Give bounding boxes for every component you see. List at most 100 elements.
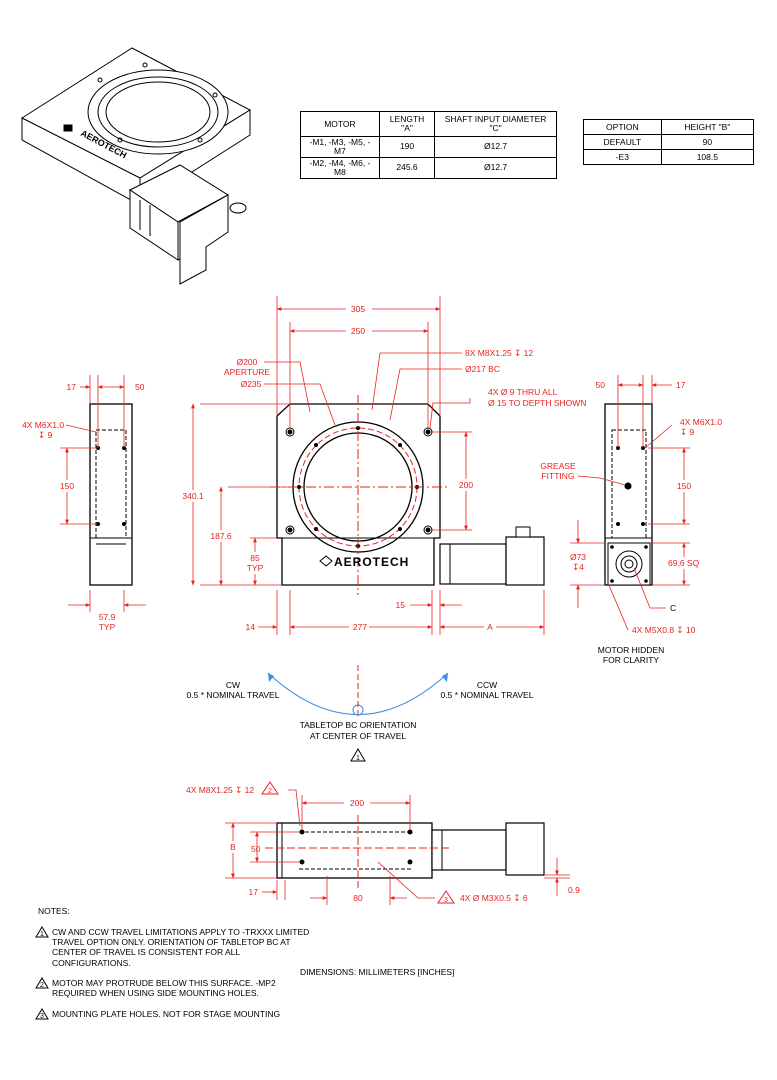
svg-text:AT CENTER OF TRAVEL: AT CENTER OF TRAVEL xyxy=(310,731,406,741)
front-logo: AEROTECH xyxy=(334,555,409,569)
motor-header: MOTOR xyxy=(300,111,380,137)
svg-text:4X M5X0.8 ↧ 10: 4X M5X0.8 ↧ 10 xyxy=(632,625,696,635)
table-row: DEFAULT 90 xyxy=(583,134,755,150)
svg-text:14: 14 xyxy=(246,622,256,632)
note-flag-icon: 3 xyxy=(35,1008,49,1020)
note-text: MOTOR MAY PROTRUDE BELOW THIS SURFACE. -… xyxy=(52,978,276,999)
svg-text:200: 200 xyxy=(350,798,364,808)
svg-text:FITTING: FITTING xyxy=(541,471,574,481)
isometric-stage-view: AEROTECH xyxy=(20,47,252,285)
svg-text:GREASE: GREASE xyxy=(540,461,576,471)
right-side-view xyxy=(604,403,653,586)
svg-text:17: 17 xyxy=(249,887,259,897)
svg-text:0.5 * NOMINAL TRAVEL: 0.5 * NOMINAL TRAVEL xyxy=(187,690,280,700)
svg-text:C: C xyxy=(670,603,676,613)
table-row: -E3 108.5 xyxy=(583,149,755,165)
right-dim-text: 50 17 4X M6X1.0 ↧ 9 GREASE FITTING 150 Ø… xyxy=(540,380,722,665)
svg-text:4X M6X1.0: 4X M6X1.0 xyxy=(22,420,64,430)
svg-text:3: 3 xyxy=(444,897,448,904)
svg-text:2: 2 xyxy=(268,788,272,795)
svg-text:17: 17 xyxy=(67,382,77,392)
svg-text:50: 50 xyxy=(135,382,145,392)
note-flag-3 xyxy=(437,890,455,904)
height-cell: 90 xyxy=(660,134,755,150)
note-flag-icon: 1 xyxy=(35,926,49,938)
table-row: -M1, -M3, -M5, -M7 190 Ø12.7 xyxy=(300,136,557,158)
svg-text:277: 277 xyxy=(353,622,367,632)
note-text: CW AND CCW TRAVEL LIMITATIONS APPLY TO -… xyxy=(52,927,310,968)
svg-text:FOR CLARITY: FOR CLARITY xyxy=(603,655,660,665)
svg-text:Ø217 BC: Ø217 BC xyxy=(465,364,500,374)
shaft-header: SHAFT INPUT DIAMETER "C" xyxy=(434,111,557,137)
svg-text:8X M8X1.25 ↧ 12: 8X M8X1.25 ↧ 12 xyxy=(465,348,533,358)
front-view: AEROTECH xyxy=(270,395,545,595)
left-dim-text: 17 50 4X M6X1.0 ↧ 9 150 57.9 TYP xyxy=(22,382,145,632)
height-header: HEIGHT "B" xyxy=(660,119,755,135)
notes-title: NOTES: xyxy=(38,906,70,916)
svg-text:B: B xyxy=(230,842,236,852)
bottom-dim-text: 4X M8X1.25 ↧ 12 2 200 B 50 17 80 3 4X Ø … xyxy=(186,781,580,904)
option-table: OPTION HEIGHT "B" DEFAULT 90 -E3 108.5 xyxy=(583,119,755,165)
svg-text:MOTOR HIDDEN: MOTOR HIDDEN xyxy=(598,645,664,655)
length-cell: 245.6 xyxy=(378,156,436,179)
height-cell: 108.5 xyxy=(660,149,755,165)
shaft-cell: Ø12.7 xyxy=(434,156,557,179)
motor-table: MOTOR LENGTH "A" SHAFT INPUT DIAMETER "C… xyxy=(300,111,557,179)
svg-text:1: 1 xyxy=(40,931,44,938)
svg-text:Ø235: Ø235 xyxy=(241,379,262,389)
svg-text:69.6 SQ: 69.6 SQ xyxy=(668,558,700,568)
svg-text:150: 150 xyxy=(60,481,74,491)
svg-text:2: 2 xyxy=(40,982,44,989)
svg-text:150: 150 xyxy=(677,481,691,491)
note-flag-1 xyxy=(350,748,366,762)
option-cell: DEFAULT xyxy=(583,134,662,150)
dimensions-label: DIMENSIONS: MILLIMETERS [INCHES] xyxy=(300,967,455,977)
svg-text:↧ 9: ↧ 9 xyxy=(38,430,52,440)
svg-text:Ø 15 TO DEPTH SHOWN: Ø 15 TO DEPTH SHOWN xyxy=(488,398,586,408)
shaft-cell: Ø12.7 xyxy=(434,136,557,158)
note-2: 2 MOTOR MAY PROTRUDE BELOW THIS SURFACE.… xyxy=(35,977,312,999)
svg-text:80: 80 xyxy=(353,893,363,903)
svg-text:250: 250 xyxy=(351,326,365,336)
svg-text:Ø73: Ø73 xyxy=(570,552,586,562)
svg-text:↧ 9: ↧ 9 xyxy=(680,427,694,437)
svg-text:1: 1 xyxy=(356,755,360,762)
travel-arc: CW 0.5 * NOMINAL TRAVEL CCW 0.5 * NOMINA… xyxy=(187,665,534,762)
svg-text:50: 50 xyxy=(251,844,261,854)
length-header: LENGTH "A" xyxy=(378,111,436,137)
note-flag-2 xyxy=(261,781,279,795)
motor-cell: -M1, -M3, -M5, -M7 xyxy=(300,136,380,158)
svg-text:4X Ø M3X0.5 ↧ 6: 4X Ø M3X0.5 ↧ 6 xyxy=(460,893,528,903)
svg-text:17: 17 xyxy=(676,380,686,390)
option-cell: -E3 xyxy=(583,149,662,165)
svg-text:Ø200: Ø200 xyxy=(237,357,258,367)
note-text: MOUNTING PLATE HOLES. NOT FOR STAGE MOUN… xyxy=(52,1009,281,1019)
svg-text:50: 50 xyxy=(596,380,606,390)
svg-text:187.6: 187.6 xyxy=(210,531,232,541)
grease-fitting xyxy=(624,482,632,490)
svg-text:↧4: ↧4 xyxy=(572,562,584,572)
table-row: -M2, -M4, -M6, -M8 245.6 Ø12.7 xyxy=(300,156,557,179)
svg-text:4X M6X1.0: 4X M6X1.0 xyxy=(680,417,722,427)
svg-text:A: A xyxy=(487,622,493,632)
svg-text:APERTURE: APERTURE xyxy=(224,367,270,377)
svg-text:4X M8X1.25 ↧ 12: 4X M8X1.25 ↧ 12 xyxy=(186,785,254,795)
svg-text:0.9: 0.9 xyxy=(568,885,580,895)
note-flag-icon: 2 xyxy=(35,977,49,989)
svg-text:15: 15 xyxy=(396,600,406,610)
svg-text:340.1: 340.1 xyxy=(182,491,204,501)
svg-text:CCW: CCW xyxy=(477,680,497,690)
bottom-view xyxy=(265,815,545,888)
motor-body xyxy=(439,543,507,585)
front-dim-text: 305 250 Ø200 APERTURE Ø235 8X M8X1.25 ↧ … xyxy=(178,303,586,633)
length-cell: 190 xyxy=(378,136,436,158)
svg-text:200: 200 xyxy=(459,480,473,490)
svg-text:TYP: TYP xyxy=(247,563,264,573)
note-3: 3 MOUNTING PLATE HOLES. NOT FOR STAGE MO… xyxy=(35,1008,312,1020)
svg-text:TABLETOP BC ORIENTATION: TABLETOP BC ORIENTATION xyxy=(300,720,417,730)
svg-text:305: 305 xyxy=(351,304,365,314)
motor-cell: -M2, -M4, -M6, -M8 xyxy=(300,156,380,179)
svg-text:4X Ø 9 THRU ALL: 4X Ø 9 THRU ALL xyxy=(488,387,558,397)
svg-text:TYP: TYP xyxy=(99,622,116,632)
